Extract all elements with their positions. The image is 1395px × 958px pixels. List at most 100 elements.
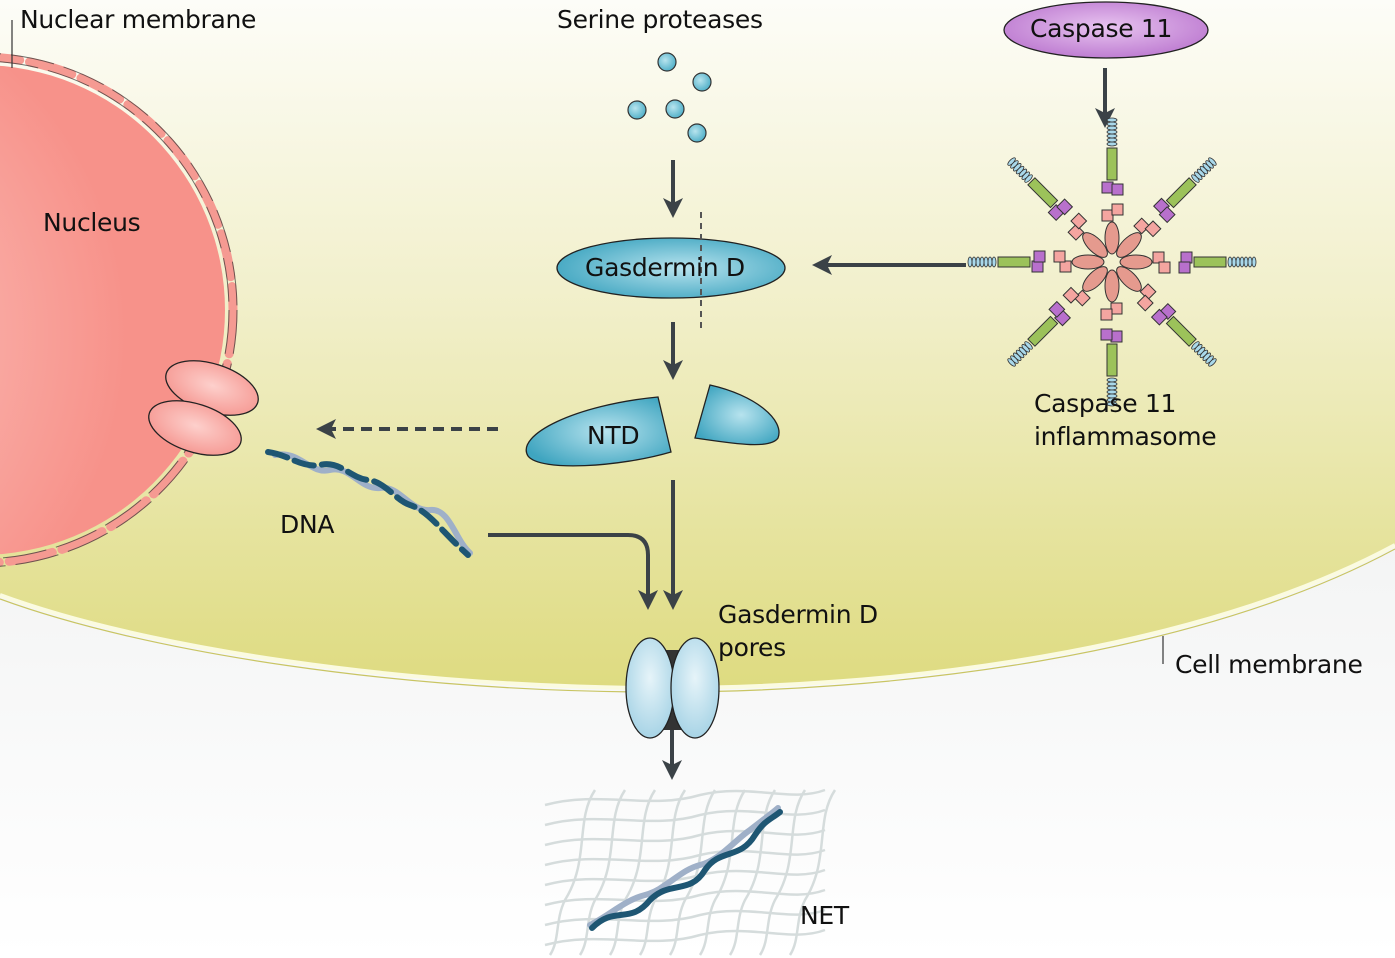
pyd-domain <box>1139 283 1157 301</box>
net-fiber <box>668 789 717 956</box>
card-domain <box>1082 266 1108 292</box>
net-fiber <box>608 789 657 956</box>
coil-segment <box>1235 256 1241 268</box>
cell-membrane-label: Cell membrane <box>1175 650 1363 679</box>
nuclear-membrane-label: Nuclear membrane <box>20 5 257 34</box>
card-domain <box>1104 221 1120 255</box>
coil-segment <box>987 256 993 268</box>
net-fiber <box>544 928 826 947</box>
nucleus <box>0 53 259 567</box>
card-domain <box>1116 232 1142 258</box>
pyd-domain <box>1059 260 1072 273</box>
net-fiber <box>758 789 807 956</box>
coil-segment <box>1106 125 1118 131</box>
coil-segment <box>1106 137 1118 143</box>
nacht-domain <box>1158 206 1176 224</box>
nacht-domain <box>1100 328 1113 341</box>
ctd-fragment <box>694 384 780 446</box>
gasdermin-d-label: Gasdermin D <box>585 253 745 282</box>
pyd-domain <box>1133 217 1151 235</box>
nacht-domain <box>1180 251 1193 264</box>
net-fiber <box>544 888 826 907</box>
nuclear-pore-lobe <box>148 400 242 456</box>
gasdermin-d-node <box>556 237 786 299</box>
net-fiber <box>698 789 747 956</box>
coil-segment <box>975 256 981 268</box>
net-fiber <box>788 789 837 956</box>
pyd-domain <box>1073 289 1091 307</box>
ntd-label: NTD <box>587 421 640 450</box>
coil-segment <box>1106 117 1118 123</box>
coil-segment <box>979 256 985 268</box>
coil-segment <box>1231 256 1237 268</box>
coil-segment <box>991 256 997 268</box>
coil-segment <box>983 256 989 268</box>
coil-segment <box>1208 157 1217 166</box>
nacht-domain <box>1101 181 1114 194</box>
coil-segment <box>1106 377 1118 383</box>
lrr-domain <box>1165 315 1197 347</box>
coil-segment <box>1247 256 1253 268</box>
coil-segment <box>1106 381 1118 387</box>
nacht-domain <box>1150 308 1168 326</box>
lrr-domain <box>1027 177 1059 209</box>
inflammasome-arm <box>1116 157 1217 258</box>
dna-helix <box>265 449 473 558</box>
inflammasome-arm <box>1007 157 1108 258</box>
coil-segment <box>1239 256 1245 268</box>
ntd-fragment <box>525 396 672 467</box>
coil-segment <box>1106 133 1118 139</box>
pyd-domain <box>1111 203 1124 216</box>
coil-segment <box>1106 141 1118 147</box>
coil-segment <box>1007 358 1016 367</box>
net-fiber <box>544 908 826 927</box>
pyd-domain <box>1136 294 1154 312</box>
gasdermin-d-pores <box>625 637 720 739</box>
inflammasome-arm <box>1116 266 1217 367</box>
coil-segment <box>971 256 977 268</box>
arrow-dna-to-pores <box>488 533 658 610</box>
lrr-domain <box>1193 256 1227 268</box>
inflammasome-arm <box>1101 117 1124 255</box>
coil-segment <box>1208 358 1217 367</box>
inflammasome-arm <box>1100 269 1123 407</box>
nacht-domain <box>1031 260 1044 273</box>
nacht-domain <box>1033 250 1046 263</box>
inflammasome-label-line2: inflammasome <box>1034 422 1217 451</box>
card-domain <box>1104 269 1120 303</box>
card-domain <box>1119 254 1153 270</box>
nacht-domain <box>1048 300 1066 318</box>
net-fiber <box>578 789 627 956</box>
lrr-domain <box>997 256 1031 268</box>
coil-segment <box>1251 256 1257 268</box>
coil-segment <box>1106 129 1118 135</box>
serine-protease-dots <box>627 52 712 143</box>
coil-segment <box>1227 256 1233 268</box>
nacht-domain <box>1111 183 1124 196</box>
lrr-domain <box>1165 177 1197 209</box>
net-fiber <box>544 808 826 827</box>
card-domain <box>1082 232 1108 258</box>
dna-label: DNA <box>280 510 335 539</box>
net-label: NET <box>800 901 849 930</box>
net-fiber <box>728 789 777 956</box>
coil-segment <box>1007 157 1016 166</box>
caspase11-inflammasome <box>967 117 1257 407</box>
coil-segment <box>967 256 973 268</box>
nacht-domain <box>1056 198 1074 216</box>
card-domain <box>1116 266 1142 292</box>
lrr-domain <box>1106 343 1118 377</box>
pores-label-line2: pores <box>718 633 786 662</box>
cytoplasm <box>0 0 1395 689</box>
inflammasome-arm <box>1007 266 1108 367</box>
coil-segment <box>1243 256 1249 268</box>
inflammasome-arm <box>1119 251 1257 274</box>
net-fiber <box>544 788 826 807</box>
pyd-domain <box>1144 220 1162 238</box>
caspase11-node <box>1003 1 1209 59</box>
pyd-domain <box>1062 286 1080 304</box>
pyd-domain <box>1110 302 1123 315</box>
nacht-domain <box>1178 261 1191 274</box>
card-domain <box>1071 254 1105 270</box>
